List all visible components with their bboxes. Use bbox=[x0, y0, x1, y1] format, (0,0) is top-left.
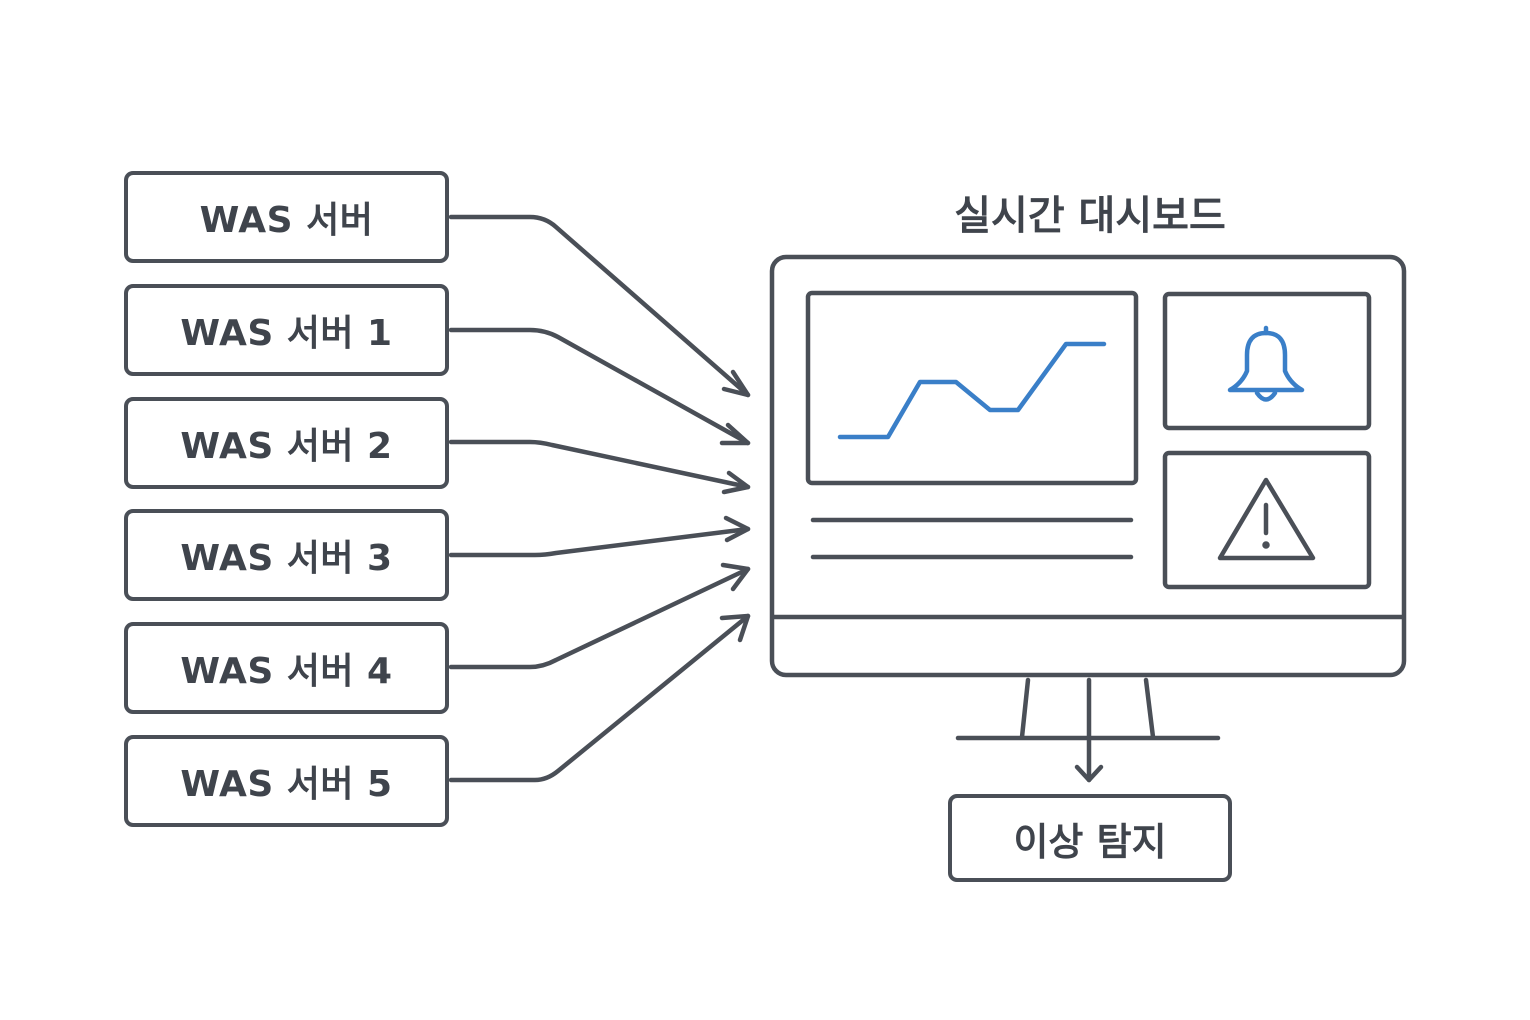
connector-arrow-server-3 bbox=[448, 526, 751, 558]
monitor-icon bbox=[769, 254, 1407, 741]
server-box-4: WAS 서버 4 bbox=[124, 622, 449, 714]
connector-arrow-server-2 bbox=[448, 439, 751, 490]
server-box-2: WAS 서버 2 bbox=[124, 397, 449, 489]
warning-panel bbox=[1162, 450, 1372, 590]
connector-arrow-server-4 bbox=[448, 566, 751, 670]
warning-icon bbox=[1217, 477, 1316, 561]
server-label: WAS 서버 2 bbox=[180, 426, 393, 467]
server-label: WAS 서버 4 bbox=[180, 651, 393, 692]
connector-arrow-server-0 bbox=[448, 214, 751, 398]
server-box-3: WAS 서버 3 bbox=[124, 509, 449, 601]
dashboard-title: 실시간 대시보드 bbox=[954, 193, 1226, 239]
arrowhead-server-0 bbox=[721, 369, 751, 398]
monitor-frame bbox=[769, 254, 1407, 678]
connector-arrow-server-1 bbox=[448, 327, 751, 446]
server-label: WAS 서버 3 bbox=[180, 538, 393, 579]
arrowhead-server-4 bbox=[720, 562, 751, 592]
chart-panel bbox=[805, 290, 1139, 486]
connector-arrow-server-5 bbox=[448, 613, 751, 783]
trend-line bbox=[837, 341, 1107, 440]
server-label: WAS 서버 bbox=[199, 200, 374, 241]
server-label: WAS 서버 1 bbox=[180, 313, 393, 354]
arrowhead-anomaly bbox=[1074, 764, 1104, 783]
monitor-stand-right bbox=[1143, 677, 1156, 740]
arrowhead-server-5 bbox=[719, 613, 751, 643]
server-box-1: WAS 서버 1 bbox=[124, 284, 449, 376]
anomaly-detection-box: 이상 탐지 bbox=[948, 794, 1232, 882]
arrowhead-server-2 bbox=[721, 470, 751, 495]
server-box-5: WAS 서버 5 bbox=[124, 735, 449, 827]
server-box-0: WAS 서버 bbox=[124, 171, 449, 263]
monitor-stand-left bbox=[1019, 677, 1031, 740]
arrowhead-server-3 bbox=[723, 515, 751, 543]
alert-panel bbox=[1162, 291, 1372, 431]
bell-icon bbox=[1227, 325, 1305, 402]
arrowhead-server-1 bbox=[719, 422, 751, 446]
anomaly-detection-label: 이상 탐지 bbox=[1013, 819, 1167, 864]
server-label: WAS 서버 5 bbox=[180, 764, 393, 805]
